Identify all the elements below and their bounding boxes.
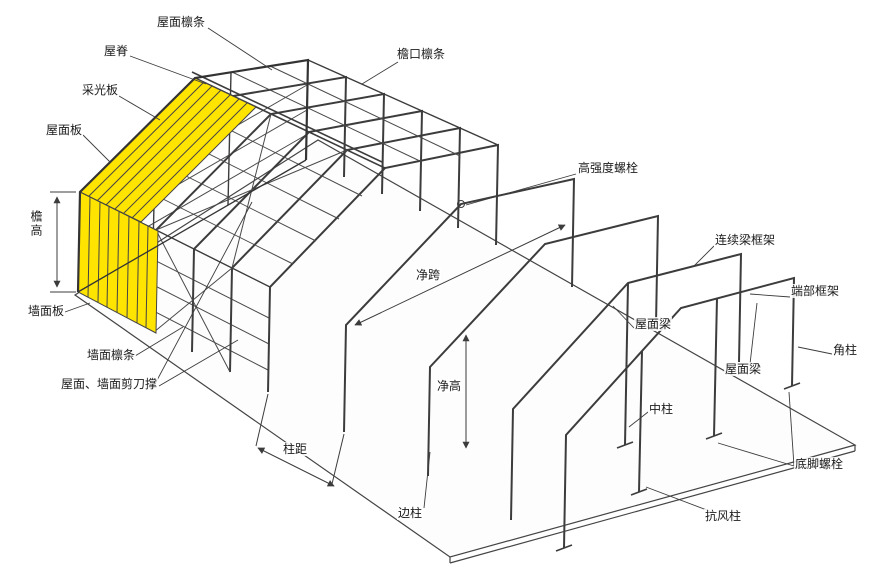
label-clear-span: 净跨 [415, 268, 442, 282]
roof-panel-cladding [80, 78, 256, 222]
label-wind-column: 抗风柱 [704, 509, 743, 523]
dimension-lines [50, 192, 566, 486]
label-wall-purlin: 墙面檩条 [86, 348, 137, 362]
label-roof-beam-1: 屋面梁 [634, 317, 673, 331]
wall-panel-cladding [78, 192, 158, 333]
detached-frames [344, 179, 794, 548]
anchor-bolt-bases [556, 383, 800, 551]
label-roof-beam-2: 屋面梁 [724, 362, 763, 376]
label-continuous-beam-frame: 连续梁框架 [714, 233, 777, 247]
label-column-spacing: 柱距 [282, 442, 309, 456]
label-anchor-bolt: 底脚螺栓 [794, 457, 845, 471]
label-clear-height: 净高 [436, 379, 463, 393]
label-roof-panel: 屋面板 [45, 123, 84, 137]
label-end-frame: 端部框架 [790, 284, 841, 298]
leader-lines [65, 28, 832, 512]
label-eave-purlin: 檐口檩条 [396, 47, 447, 61]
label-side-column: 边柱 [397, 506, 424, 520]
label-ridge: 屋脊 [103, 44, 130, 58]
label-wall-panel: 墙面板 [27, 304, 66, 318]
wind-column-member [639, 351, 642, 492]
wind-column-member [714, 298, 717, 436]
label-eave-height: 檐高 [28, 210, 44, 238]
label-corner-column: 角柱 [832, 343, 859, 357]
bolt-joint-marker [458, 201, 465, 208]
label-roof-purlin: 屋面檩条 [156, 15, 207, 29]
label-bracing: 屋面、墙面剪刀撑 [60, 377, 159, 391]
middle-column-member [625, 283, 628, 445]
label-high-strength-bolt: 高强度螺栓 [577, 161, 640, 175]
gable-end-frame [78, 60, 308, 292]
label-skylight-panel: 采光板 [81, 83, 120, 97]
label-middle-column: 中柱 [648, 402, 675, 416]
